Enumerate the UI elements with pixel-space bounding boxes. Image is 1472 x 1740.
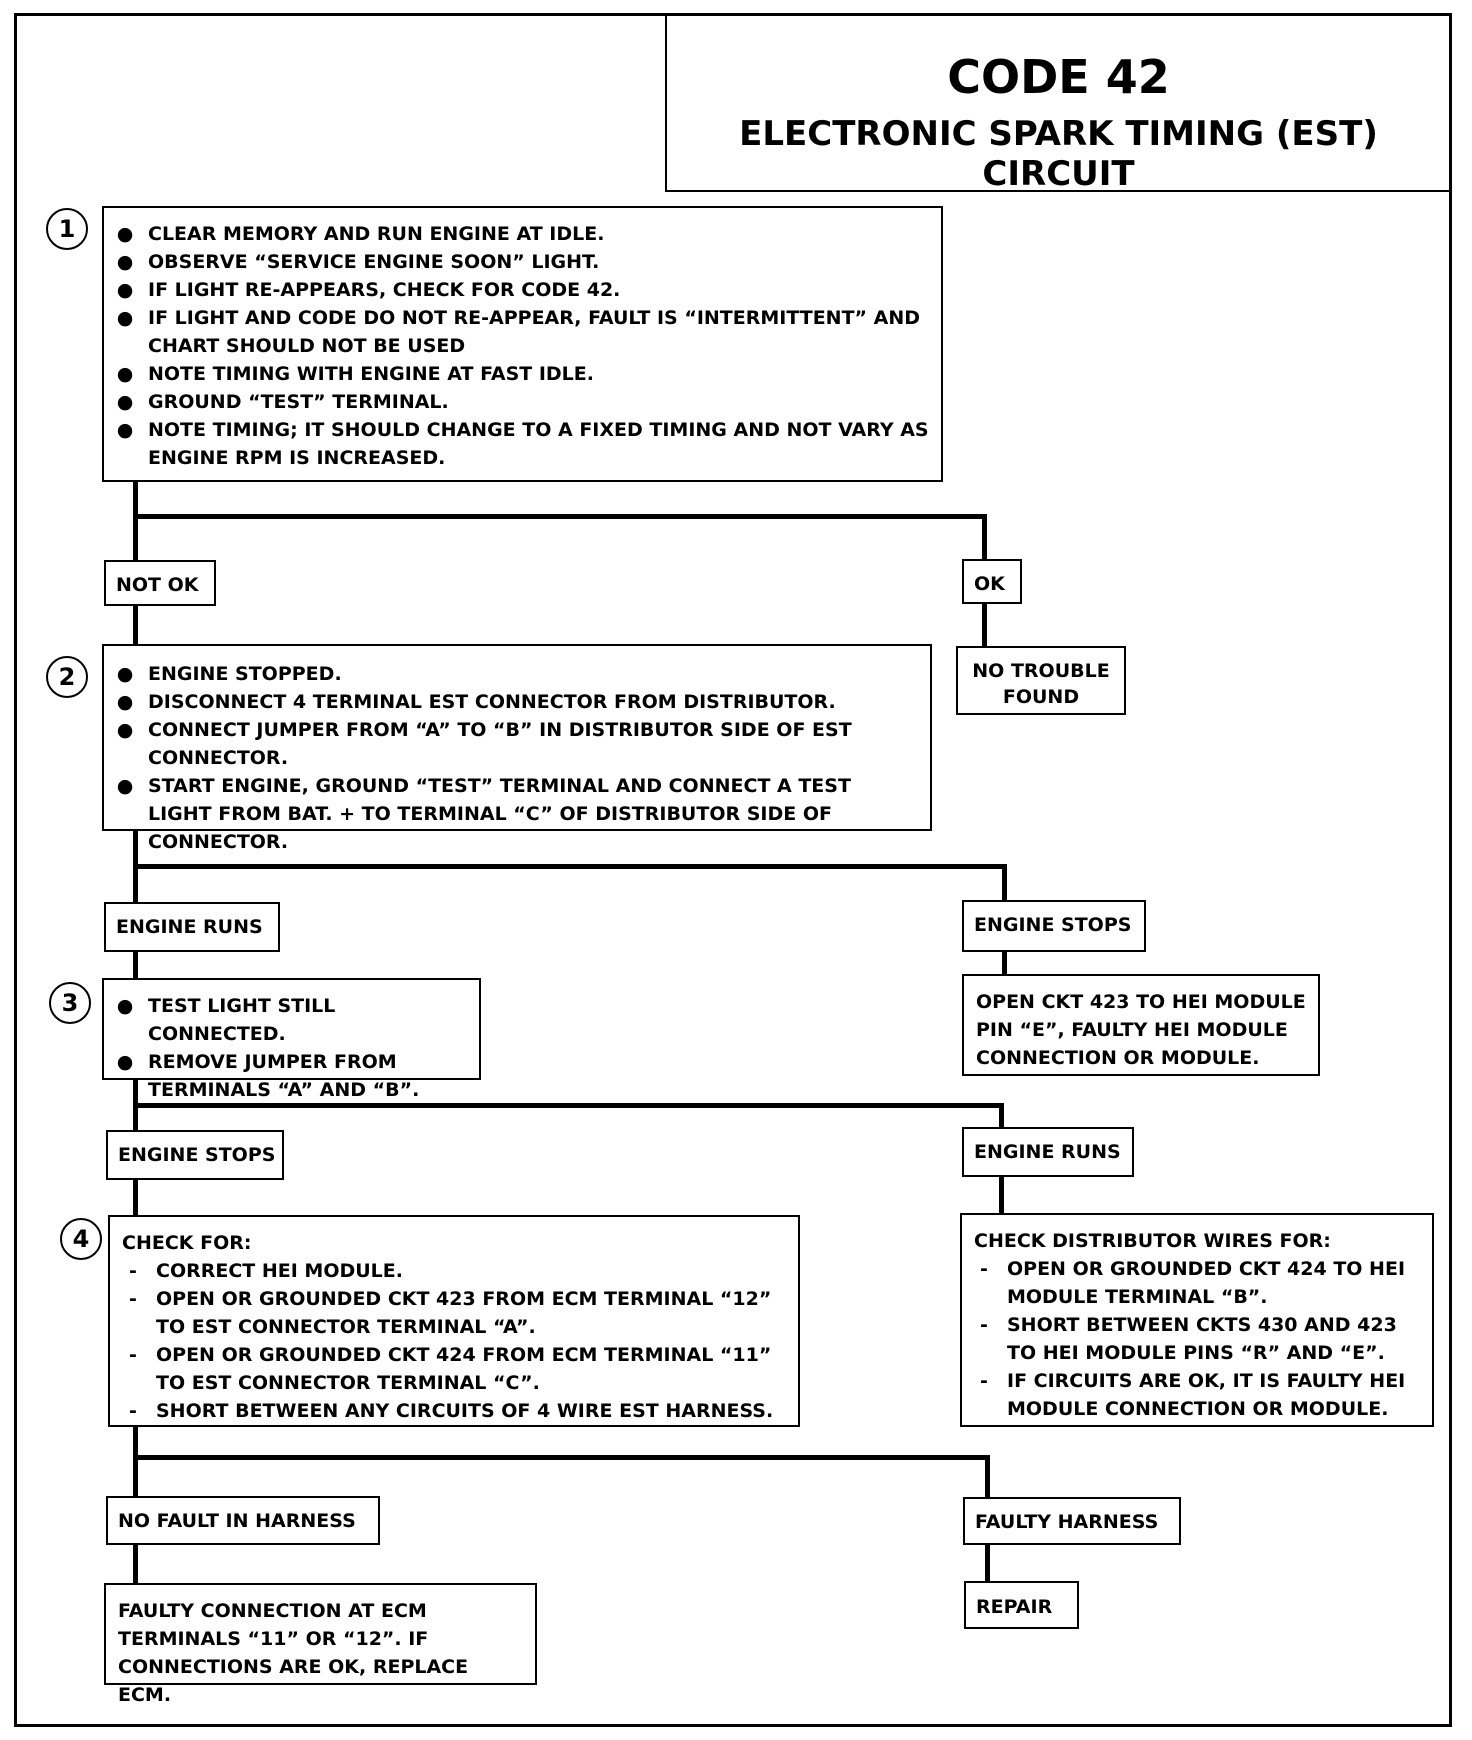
- list-item: ●OBSERVE “SERVICE ENGINE SOON” LIGHT.: [117, 248, 931, 276]
- connector-line: [133, 482, 138, 577]
- result-repair: REPAIR: [964, 1581, 1079, 1629]
- connector-line: [133, 514, 987, 519]
- result-faulty-connection-ecm: FAULTY CONNECTION AT ECM TERMINALS “11” …: [104, 1583, 537, 1706]
- list-item: -CORRECT HEI MODULE.: [129, 1257, 788, 1285]
- label-ok: OK: [962, 559, 1022, 604]
- connector-line: [133, 1178, 138, 1218]
- list-item: ●NOTE TIMING WITH ENGINE AT FAST IDLE.: [117, 360, 931, 388]
- title-code: CODE 42: [947, 50, 1170, 104]
- label-no-fault-in-harness: NO FAULT IN HARNESS: [106, 1496, 380, 1545]
- connector-line: [133, 604, 138, 646]
- step-number-1: 1: [46, 208, 88, 250]
- label-faulty-harness: FAULTY HARNESS: [963, 1497, 1181, 1545]
- outer-frame: [14, 13, 1452, 1727]
- dash-icon: -: [129, 1344, 137, 1366]
- list-item: ●REMOVE JUMPER FROM TERMINALS “A” AND “B…: [117, 1048, 469, 1104]
- bullet-icon: ●: [116, 279, 134, 301]
- bullet-icon: ●: [116, 719, 134, 741]
- step-number-2: 2: [46, 656, 88, 698]
- bullet-icon: ●: [116, 691, 134, 713]
- result-no-trouble-found: NO TROUBLE FOUND: [956, 646, 1126, 715]
- connector-line: [133, 1103, 1004, 1108]
- list-item: -SHORT BETWEEN ANY CIRCUITS OF 4 WIRE ES…: [129, 1397, 788, 1425]
- bullet-icon: ●: [116, 223, 134, 245]
- label-not-ok: NOT OK: [104, 560, 216, 606]
- list-item: ●CONNECT JUMPER FROM “A” TO “B” IN DISTR…: [117, 716, 920, 772]
- connector-line: [133, 1426, 138, 1498]
- list-item: -SHORT BETWEEN CKTS 430 AND 423 TO HEI M…: [980, 1311, 1424, 1367]
- step-4-list: -CORRECT HEI MODULE. -OPEN OR GROUNDED C…: [122, 1257, 788, 1425]
- bullet-icon: ●: [116, 391, 134, 413]
- connector-line: [133, 1543, 138, 1585]
- dash-icon: -: [129, 1288, 137, 1310]
- step-number-4: 4: [60, 1218, 102, 1260]
- list-item: ●TEST LIGHT STILL CONNECTED.: [117, 992, 469, 1048]
- title-box: CODE 42 ELECTRONIC SPARK TIMING (EST) CI…: [665, 14, 1450, 194]
- bullet-icon: ●: [116, 995, 134, 1017]
- connector-line: [985, 1455, 990, 1499]
- dash-icon: -: [980, 1314, 988, 1336]
- connector-line: [1002, 864, 1007, 904]
- step-1-box: ●CLEAR MEMORY AND RUN ENGINE AT IDLE. ●O…: [102, 206, 943, 482]
- bullet-icon: ●: [116, 363, 134, 385]
- result-open-ckt-423: OPEN CKT 423 TO HEI MODULE PIN “E”, FAUL…: [962, 974, 1320, 1076]
- dash-icon: -: [129, 1400, 137, 1422]
- step-4-heading: CHECK FOR:: [122, 1232, 252, 1254]
- list-item: -OPEN OR GROUNDED CKT 424 FROM ECM TERMI…: [129, 1341, 788, 1397]
- connector-line: [999, 1103, 1004, 1129]
- list-item: ●START ENGINE, GROUND “TEST” TERMINAL AN…: [117, 772, 920, 856]
- connector-line: [133, 950, 138, 980]
- step-1-list: ●CLEAR MEMORY AND RUN ENGINE AT IDLE. ●O…: [117, 220, 931, 472]
- dash-icon: -: [980, 1258, 988, 1280]
- step-3-list: ●TEST LIGHT STILL CONNECTED. ●REMOVE JUM…: [117, 992, 469, 1104]
- title-subtitle: ELECTRONIC SPARK TIMING (EST) CIRCUIT: [739, 114, 1378, 194]
- bullet-icon: ●: [116, 307, 134, 329]
- distributor-check-heading: CHECK DISTRIBUTOR WIRES FOR:: [974, 1230, 1331, 1252]
- list-item: ●IF LIGHT AND CODE DO NOT RE-APPEAR, FAU…: [117, 304, 931, 360]
- list-item: ●NOTE TIMING; IT SHOULD CHANGE TO A FIXE…: [117, 416, 931, 472]
- label-engine-stops-left: ENGINE STOPS: [106, 1130, 284, 1180]
- list-item: ●ENGINE STOPPED.: [117, 660, 920, 688]
- bullet-icon: ●: [116, 663, 134, 685]
- list-item: ●IF LIGHT RE-APPEARS, CHECK FOR CODE 42.: [117, 276, 931, 304]
- list-item: -OPEN OR GROUNDED CKT 424 TO HEI MODULE …: [980, 1255, 1424, 1311]
- step-number-3: 3: [49, 982, 91, 1024]
- bullet-icon: ●: [116, 1051, 134, 1073]
- connector-line: [982, 514, 987, 573]
- dash-icon: -: [129, 1260, 137, 1282]
- label-engine-runs: ENGINE RUNS: [104, 902, 280, 952]
- connector-line: [982, 602, 987, 650]
- step-4-box: CHECK FOR: -CORRECT HEI MODULE. -OPEN OR…: [108, 1215, 800, 1427]
- label-engine-stops: ENGINE STOPS: [962, 900, 1146, 952]
- connector-line: [985, 1543, 990, 1583]
- connector-line: [133, 864, 1007, 869]
- distributor-check-box: CHECK DISTRIBUTOR WIRES FOR: -OPEN OR GR…: [960, 1213, 1434, 1427]
- step-3-box: ●TEST LIGHT STILL CONNECTED. ●REMOVE JUM…: [102, 978, 481, 1101]
- step-2-box: ●ENGINE STOPPED. ●DISCONNECT 4 TERMINAL …: [102, 644, 932, 853]
- connector-line: [1002, 950, 1007, 976]
- connector-line: [999, 1175, 1004, 1215]
- label-engine-runs-right: ENGINE RUNS: [962, 1127, 1134, 1177]
- bullet-icon: ●: [116, 775, 134, 797]
- distributor-check-list: -OPEN OR GROUNDED CKT 424 TO HEI MODULE …: [974, 1255, 1424, 1423]
- list-item: -IF CIRCUITS ARE OK, IT IS FAULTY HEI MO…: [980, 1367, 1424, 1423]
- list-item: ●GROUND “TEST” TERMINAL.: [117, 388, 931, 416]
- dash-icon: -: [980, 1370, 988, 1392]
- bullet-icon: ●: [116, 419, 134, 441]
- list-item: ●CLEAR MEMORY AND RUN ENGINE AT IDLE.: [117, 220, 931, 248]
- connector-line: [133, 1455, 990, 1460]
- step-2-list: ●ENGINE STOPPED. ●DISCONNECT 4 TERMINAL …: [117, 660, 920, 856]
- list-item: ●DISCONNECT 4 TERMINAL EST CONNECTOR FRO…: [117, 688, 920, 716]
- list-item: -OPEN OR GROUNDED CKT 423 FROM ECM TERMI…: [129, 1285, 788, 1341]
- bullet-icon: ●: [116, 251, 134, 273]
